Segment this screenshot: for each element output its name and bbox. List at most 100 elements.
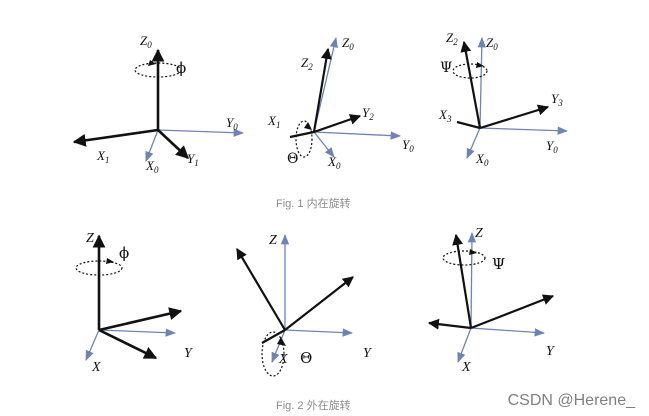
x1-label: X <box>96 148 106 163</box>
svg-text:Y0: Y0 <box>226 115 238 132</box>
phi-label: ϕ <box>176 59 186 77</box>
rotation-arc <box>295 120 313 158</box>
z0-label: Z <box>140 33 148 48</box>
y-label: Y <box>184 346 194 361</box>
fig2-caption: Fig. 2 外在旋转 <box>276 400 351 412</box>
x-rotated-axis <box>261 329 286 344</box>
fig1-panel3: Z2 Z0 Ψ Y3 X3 Y0 X0 <box>438 30 569 168</box>
y0-label: Y <box>402 137 411 152</box>
z-label: Z <box>269 233 277 248</box>
z0-label: Z <box>486 35 494 50</box>
x-rotated-axis <box>98 328 158 360</box>
y-axis <box>470 327 546 337</box>
rotation-arrowhead <box>469 249 477 255</box>
rotation-arrowhead <box>148 60 156 66</box>
y1-label: Y <box>187 151 196 166</box>
psi-label: Ψ <box>440 60 452 76</box>
z2-axis <box>312 47 332 133</box>
svg-text:Z2: Z2 <box>301 55 313 72</box>
rotation-arc <box>134 62 182 78</box>
y-label: Y <box>363 346 373 361</box>
svg-text:Z0: Z0 <box>342 35 354 52</box>
y2-axis <box>313 114 362 134</box>
theta-label: Θ <box>300 349 312 367</box>
z-label: Z <box>475 226 483 241</box>
x-axis <box>85 329 100 361</box>
x-axis <box>271 329 286 363</box>
y-rotated-axis <box>98 307 183 332</box>
y-label: Y <box>546 344 556 359</box>
y-rotated-axis <box>470 294 555 330</box>
y-axis <box>284 328 354 337</box>
x-label: X <box>278 352 288 367</box>
x3-axis <box>456 120 481 130</box>
x1-axis <box>72 128 159 147</box>
rotation-arc <box>261 331 285 377</box>
y0-axis <box>313 131 402 140</box>
rotation-arc <box>75 260 123 276</box>
x0-label: X <box>145 158 155 173</box>
svg-text:X0: X0 <box>327 154 341 171</box>
x0-label: X <box>327 154 337 169</box>
y0-axis <box>157 128 245 137</box>
y3-label: Y <box>551 91 560 106</box>
y1-axis <box>157 129 189 159</box>
svg-text:X1: X1 <box>96 148 109 165</box>
y0-label: Y <box>226 115 235 130</box>
x-label: X <box>91 360 101 375</box>
z0-axis <box>477 36 486 129</box>
x-rotated-axis <box>427 318 472 330</box>
x0-axis <box>145 129 159 162</box>
svg-text:Y0: Y0 <box>546 138 558 155</box>
fig1-panel2: Z0 Z2 Y2 X1 Y0 Θ X0 <box>267 35 414 171</box>
svg-text:Z0: Z0 <box>140 33 152 50</box>
svg-text:Z0: Z0 <box>486 35 498 52</box>
fig2-panel2: Z Y X Θ <box>236 233 373 377</box>
csdn-watermark: CSDN @Herene_ <box>507 392 635 409</box>
z-label: Z <box>86 231 94 246</box>
z0-label: Z <box>342 35 350 50</box>
x1-label: X <box>267 113 277 128</box>
y3-axis <box>479 104 550 130</box>
z2-label: Z <box>301 55 309 70</box>
rotation-arrowhead <box>476 62 484 68</box>
svg-text:Y0: Y0 <box>402 137 414 154</box>
svg-text:X3: X3 <box>438 107 452 124</box>
z2-axis <box>460 40 482 129</box>
y0-axis <box>479 126 569 135</box>
svg-text:Y2: Y2 <box>362 105 374 122</box>
svg-text:Z2: Z2 <box>446 30 458 47</box>
theta-label: Θ <box>287 151 298 167</box>
z-rotated-axis <box>452 233 473 329</box>
svg-text:Y1: Y1 <box>187 151 199 168</box>
fig2-panel1: Z ϕ Y X <box>75 231 194 375</box>
svg-text:X0: X0 <box>475 151 489 168</box>
svg-text:X1: X1 <box>267 113 280 130</box>
y2-label: Y <box>362 105 371 120</box>
y-rotated-axis <box>284 276 354 331</box>
x-axis <box>457 327 472 363</box>
fig1-caption: Fig. 1 内在旋转 <box>276 198 351 210</box>
psi-label: Ψ <box>492 255 505 273</box>
fig2-panel3: Z Ψ Y X <box>427 226 556 375</box>
x0-axis <box>466 127 481 159</box>
z-axis <box>467 231 477 329</box>
fig1-panel1: Z0 ϕ Y0 X1 X0 Y1 <box>72 33 245 175</box>
x1-axis <box>289 130 315 139</box>
x0-label: X <box>475 151 485 166</box>
svg-text:Y3: Y3 <box>551 91 563 108</box>
rotation-arrowhead <box>304 122 312 130</box>
rotation-arrowhead <box>106 258 114 264</box>
phi-label: ϕ <box>119 244 129 262</box>
z2-label: Z <box>446 30 454 45</box>
svg-text:X0: X0 <box>145 158 159 175</box>
y-axis <box>98 328 177 337</box>
rotation-arc <box>452 63 488 79</box>
z-rotated-axis <box>236 248 286 331</box>
x0-axis <box>313 131 335 158</box>
rotation-arc <box>442 250 486 266</box>
rotation-arrowhead <box>277 337 286 346</box>
x3-label: X <box>438 107 448 122</box>
